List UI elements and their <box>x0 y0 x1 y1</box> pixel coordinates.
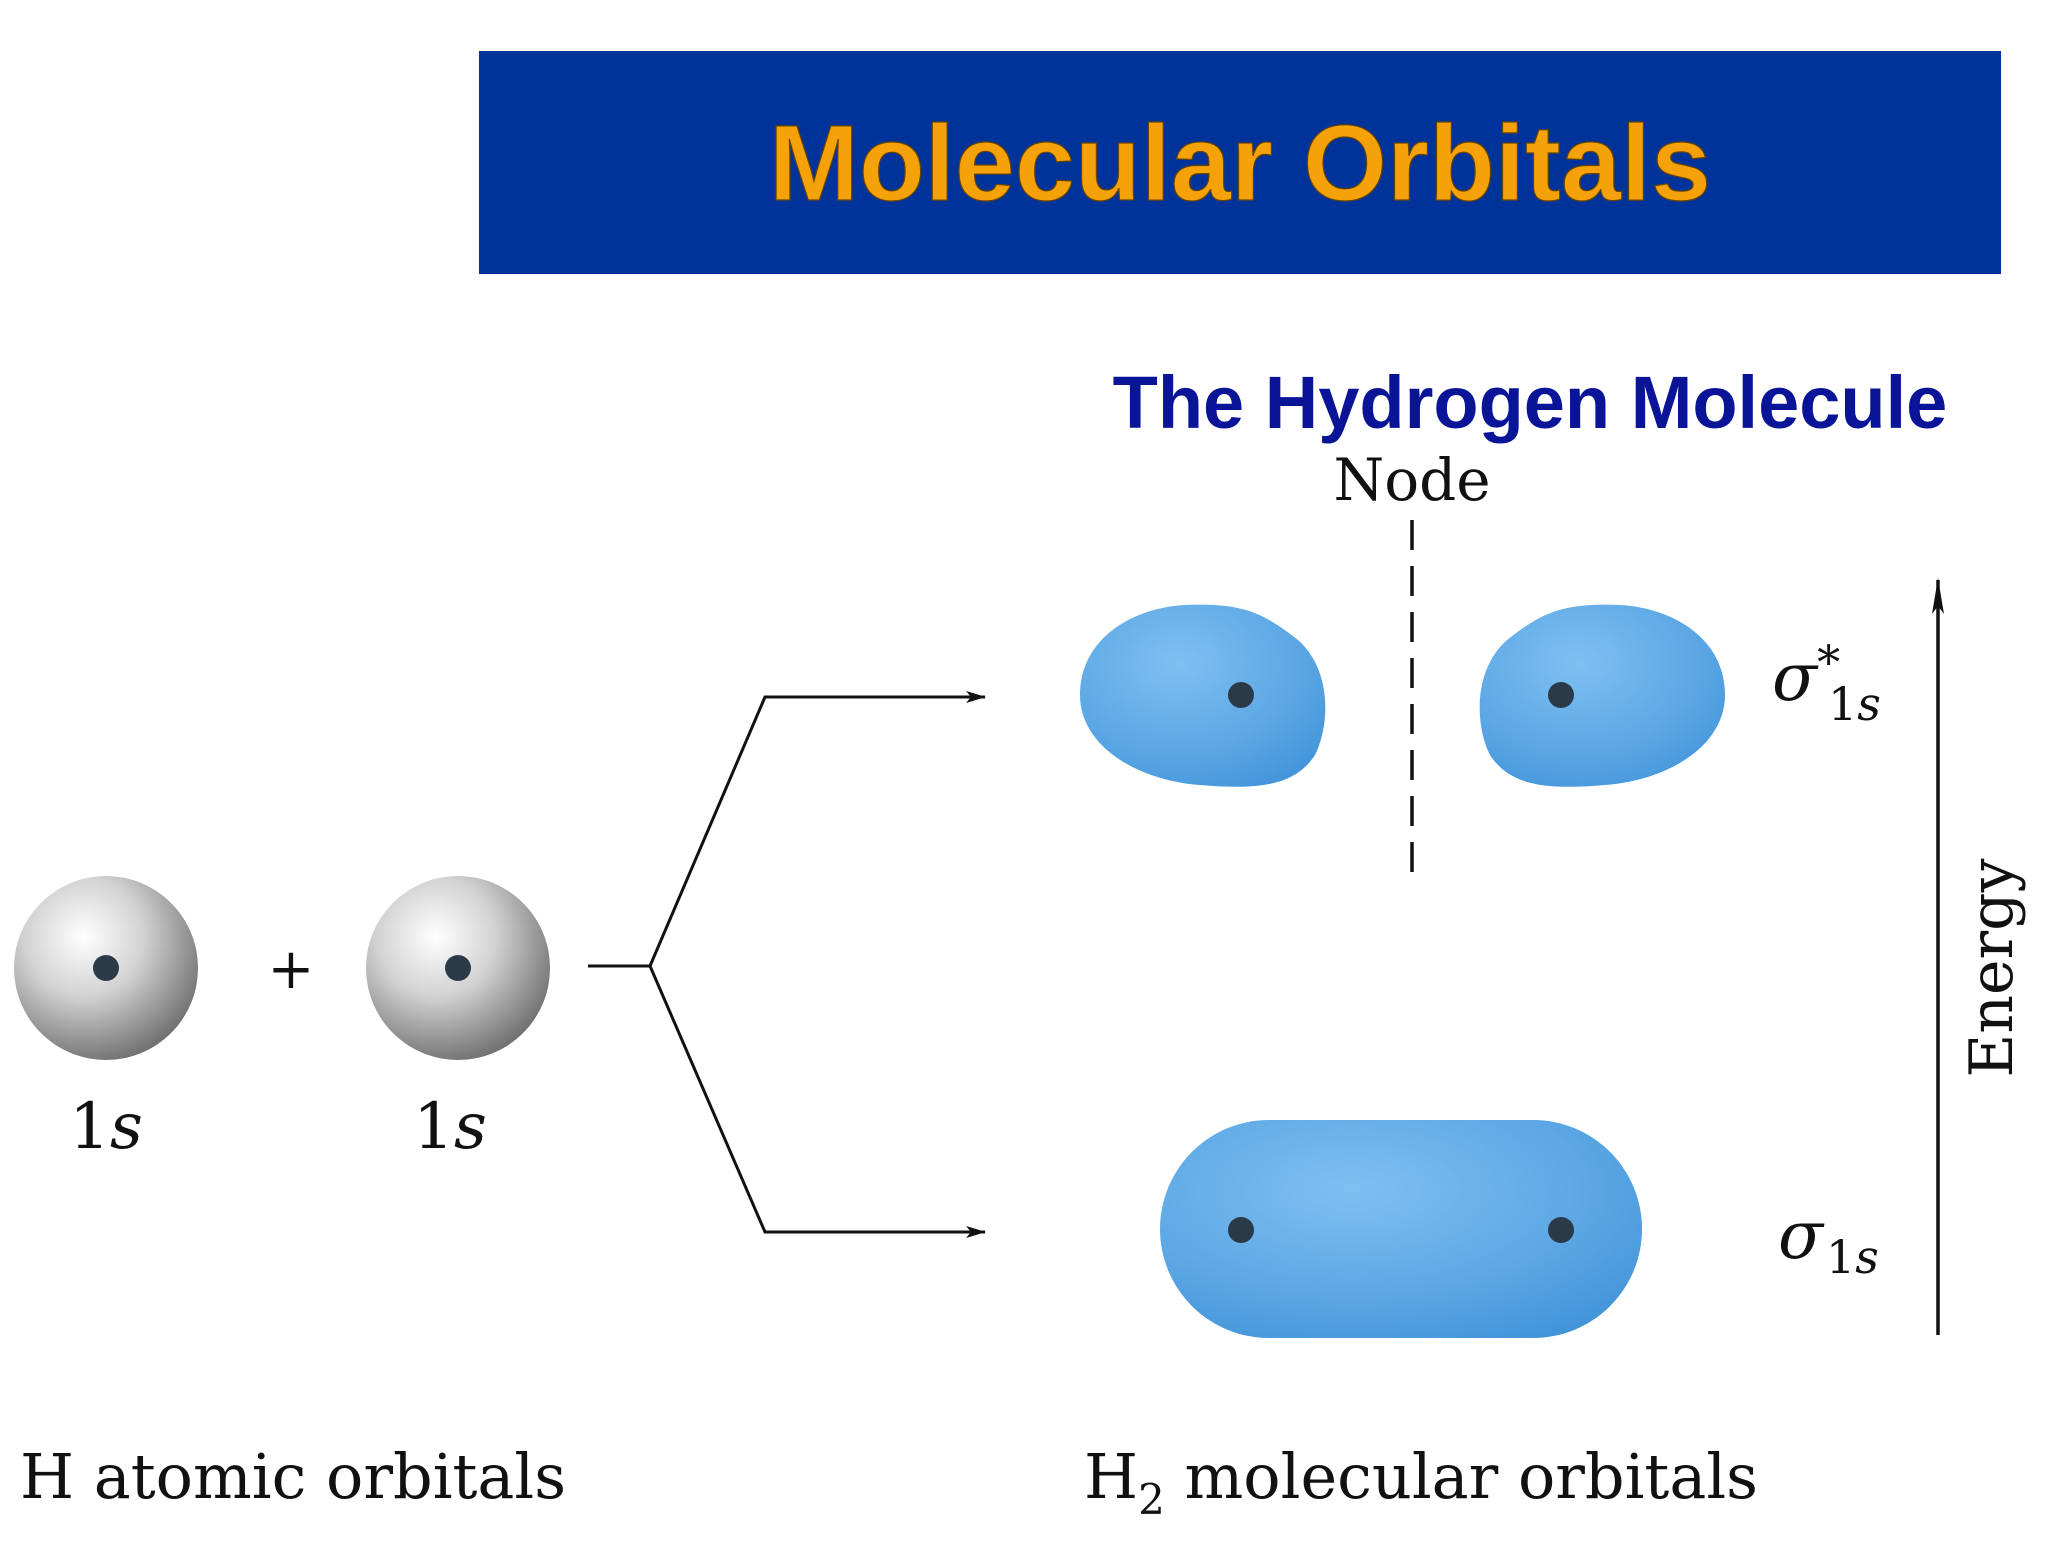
energy-label: Energy <box>1957 858 2027 1077</box>
antibonding-lobe-right <box>1479 604 1725 787</box>
sigma-subscript: 1s <box>1826 1230 1879 1284</box>
bonding-orbital <box>1160 1120 1642 1338</box>
sigma-star-subscript: 1s <box>1828 677 1881 731</box>
bonding-connector <box>648 965 986 1238</box>
antibonding-nucleus-left <box>1228 682 1254 708</box>
title-banner <box>479 51 2001 274</box>
atomic-caption: H atomic orbitals <box>20 1440 566 1513</box>
atomic-orbital-label-right: 1s <box>413 1090 487 1164</box>
antibonding-lobe-left <box>1080 604 1326 787</box>
antibonding-connector <box>648 691 986 967</box>
sigma-star-asterisk: * <box>1817 635 1840 689</box>
atomic-nucleus-left <box>93 955 119 981</box>
bonding-label: σ1s <box>1778 1197 1879 1284</box>
bonding-nucleus-right <box>1548 1217 1574 1243</box>
antibonding-nucleus-right <box>1548 682 1574 708</box>
antibonding-label: σ*1s <box>1772 635 1881 731</box>
node-label: Node <box>1333 446 1490 514</box>
sigma-symbol: σ <box>1778 1197 1825 1274</box>
slide-title: Molecular Orbitals <box>769 102 1711 223</box>
sigma-star-symbol: σ <box>1772 639 1819 716</box>
atomic-nucleus-right <box>445 955 471 981</box>
bonding-nucleus-left <box>1228 1217 1254 1243</box>
slide-subtitle: The Hydrogen Molecule <box>1113 361 1948 444</box>
plus-sign: + <box>268 937 315 1002</box>
atomic-orbital-label-left: 1s <box>69 1090 143 1164</box>
molecular-caption: H2 molecular orbitals <box>1084 1440 1758 1524</box>
subscript-two: 2 <box>1138 1475 1165 1524</box>
